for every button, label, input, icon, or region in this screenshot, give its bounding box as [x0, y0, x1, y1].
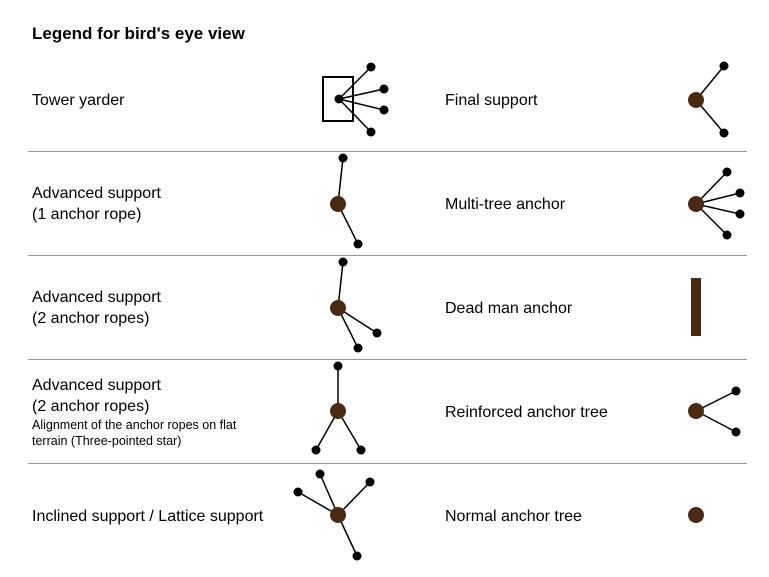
row-divider — [28, 255, 747, 256]
rope-end-node — [735, 188, 745, 198]
rope-end-node — [735, 209, 745, 219]
rope-end-node — [731, 427, 741, 437]
label-line: (1 anchor rope) — [32, 206, 142, 223]
label-final-support: Final support — [445, 90, 538, 111]
rope-end-node — [365, 477, 375, 487]
note-line: Alignment of the anchor ropes on flat — [32, 418, 237, 432]
label-line: Advanced support — [32, 289, 161, 306]
label-line: Inclined support / Lattice support — [32, 508, 264, 525]
rope-end-node — [731, 386, 741, 396]
rope-end-node — [379, 84, 389, 94]
row-divider — [28, 151, 747, 152]
label-line: Final support — [445, 92, 538, 109]
anchor-tree-node — [688, 196, 704, 212]
rope-end-node — [315, 469, 325, 479]
label-reinforced-anchor-tree: Reinforced anchor tree — [445, 402, 608, 423]
label-advanced-support-2: Advanced support (2 anchor ropes) — [32, 287, 161, 329]
legend-title: Legend for bird's eye view — [32, 24, 245, 43]
rope-end-node — [333, 361, 343, 371]
label-line: Advanced support — [32, 377, 161, 394]
support-tree-node — [330, 196, 346, 212]
label-multi-tree-anchor: Multi-tree anchor — [445, 194, 565, 215]
rope-end-node — [366, 62, 376, 72]
rope-end-node — [352, 551, 362, 561]
final-support-tree-node — [688, 92, 704, 108]
support-tree-node — [330, 300, 346, 316]
support-tree-node — [330, 507, 346, 523]
label-line: Dead man anchor — [445, 300, 573, 317]
rope-end-node — [356, 445, 366, 455]
yarder-center-node — [334, 94, 344, 104]
rope-end-node — [379, 105, 389, 115]
label-line: (2 anchor ropes) — [32, 398, 150, 415]
row-divider — [28, 463, 747, 464]
rope-end-node — [366, 127, 376, 137]
label-dead-man-anchor: Dead man anchor — [445, 298, 572, 319]
label-tower-yarder: Tower yarder — [32, 90, 124, 111]
rope-end-node — [719, 128, 729, 138]
rope-end-node — [722, 230, 732, 240]
support-tree-node — [330, 403, 346, 419]
label-advanced-support-1: Advanced support (1 anchor rope) — [32, 183, 161, 225]
rope-end-node — [293, 487, 303, 497]
yarder-box — [322, 76, 354, 122]
rope-end-node — [311, 445, 321, 455]
label-line: Tower yarder — [32, 92, 125, 109]
label-three-pointed-star: Advanced support (2 anchor ropes) — [32, 375, 161, 417]
label-line: Multi-tree anchor — [445, 196, 566, 213]
label-line: Reinforced anchor tree — [445, 404, 608, 421]
rope-end-node — [353, 343, 363, 353]
rope-end-node — [338, 153, 348, 163]
tower-yarder-symbol — [322, 66, 385, 133]
rope-end-node — [722, 167, 732, 177]
rope-end-node — [372, 328, 382, 338]
rope-end-node — [353, 239, 363, 249]
reinforced-anchor-tree-node — [688, 403, 704, 419]
label-line: (2 anchor ropes) — [32, 310, 150, 327]
note-line: terrain (Three-pointed star) — [32, 434, 182, 448]
rope-end-node — [338, 257, 348, 267]
note-three-pointed-star: Alignment of the anchor ropes on flat te… — [32, 417, 236, 449]
label-line: Normal anchor tree — [445, 508, 582, 525]
dead-man-anchor-symbol — [691, 278, 701, 336]
label-normal-anchor-tree: Normal anchor tree — [445, 506, 582, 527]
label-inclined-support: Inclined support / Lattice support — [32, 506, 263, 527]
rope-end-node — [719, 61, 729, 71]
row-divider — [28, 359, 747, 360]
label-line: Advanced support — [32, 185, 161, 202]
normal-anchor-tree-symbol — [688, 507, 704, 523]
